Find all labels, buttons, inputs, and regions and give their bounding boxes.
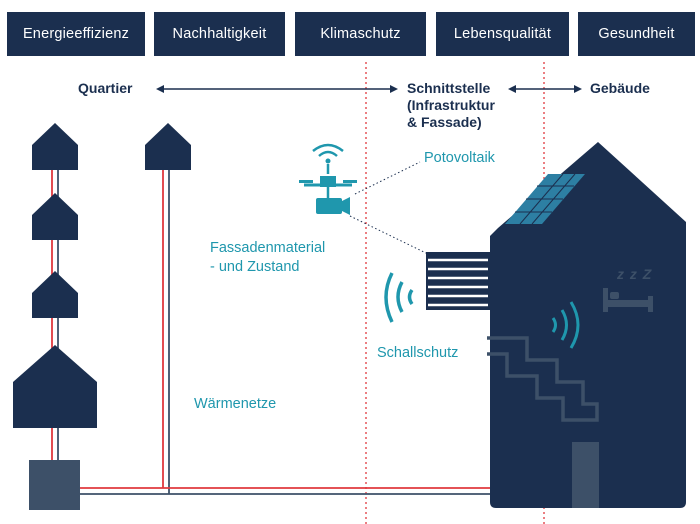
label-waermenetze: Wärmenetze	[194, 396, 277, 412]
arrow-quartier-schnittstelle	[156, 85, 398, 93]
label-photovoltaik: Potovoltaik	[424, 150, 495, 166]
tab-nachhaltigkeit[interactable]: Nachhaltigkeit	[154, 12, 285, 56]
header-schnittstelle-line1: Schnittstelle	[407, 80, 491, 96]
tab-lebensqualitaet[interactable]: Lebensqualität	[436, 12, 569, 56]
house-icon-large	[13, 345, 97, 428]
tab-label: Energieeffizienz	[22, 26, 130, 42]
building-icon	[487, 142, 686, 508]
house-icon-1	[32, 123, 78, 170]
staircase-icon	[487, 336, 599, 422]
label-schallschutz: Schallschutz	[377, 345, 459, 361]
label-fassadenmaterial-line1: Fassadenmaterial	[210, 240, 326, 256]
sleep-zzz-icon: z z Z	[617, 266, 653, 282]
sound-waves-building-icon	[551, 301, 580, 349]
facade-louvre-icon	[426, 252, 490, 310]
tab-label: Klimaschutz	[320, 26, 401, 42]
header-schnittstelle: Schnittstelle (Infrastruktur & Fassade)	[407, 80, 495, 131]
house-icon-middle	[145, 123, 191, 170]
arrow-schnittstelle-gebaeude	[508, 85, 582, 93]
tab-label: Lebensqualität	[453, 26, 552, 42]
drone-icon	[299, 143, 357, 215]
sound-waves-facade-icon	[384, 272, 414, 323]
header-gebaeude: Gebäude	[590, 80, 650, 96]
header-schnittstelle-line3: & Fassade)	[407, 114, 482, 130]
tab-klimaschutz[interactable]: Klimaschutz	[295, 12, 426, 56]
tab-label: Gesundheit	[598, 26, 675, 42]
header-quartier: Quartier	[78, 80, 133, 96]
tab-energieeffizienz[interactable]: Energieeffizienz	[7, 12, 145, 56]
label-fassadenmaterial: Fassadenmaterial - und Zustand	[210, 239, 325, 277]
bed-icon	[603, 288, 653, 312]
pipe-middle-column	[162, 168, 170, 494]
house-icon-3	[32, 271, 78, 318]
header-schnittstelle-line2: (Infrastruktur	[407, 97, 495, 113]
heat-station-block	[29, 460, 80, 510]
leader-line-photovoltaik	[354, 161, 421, 195]
pipe-main-horizontal	[80, 487, 490, 495]
tab-label: Nachhaltigkeit	[172, 26, 267, 42]
door-icon	[572, 442, 599, 508]
tab-gesundheit[interactable]: Gesundheit	[578, 12, 695, 56]
leader-line-facade	[349, 215, 431, 256]
house-icon-2	[32, 193, 78, 240]
label-fassadenmaterial-line2: - und Zustand	[210, 259, 300, 275]
